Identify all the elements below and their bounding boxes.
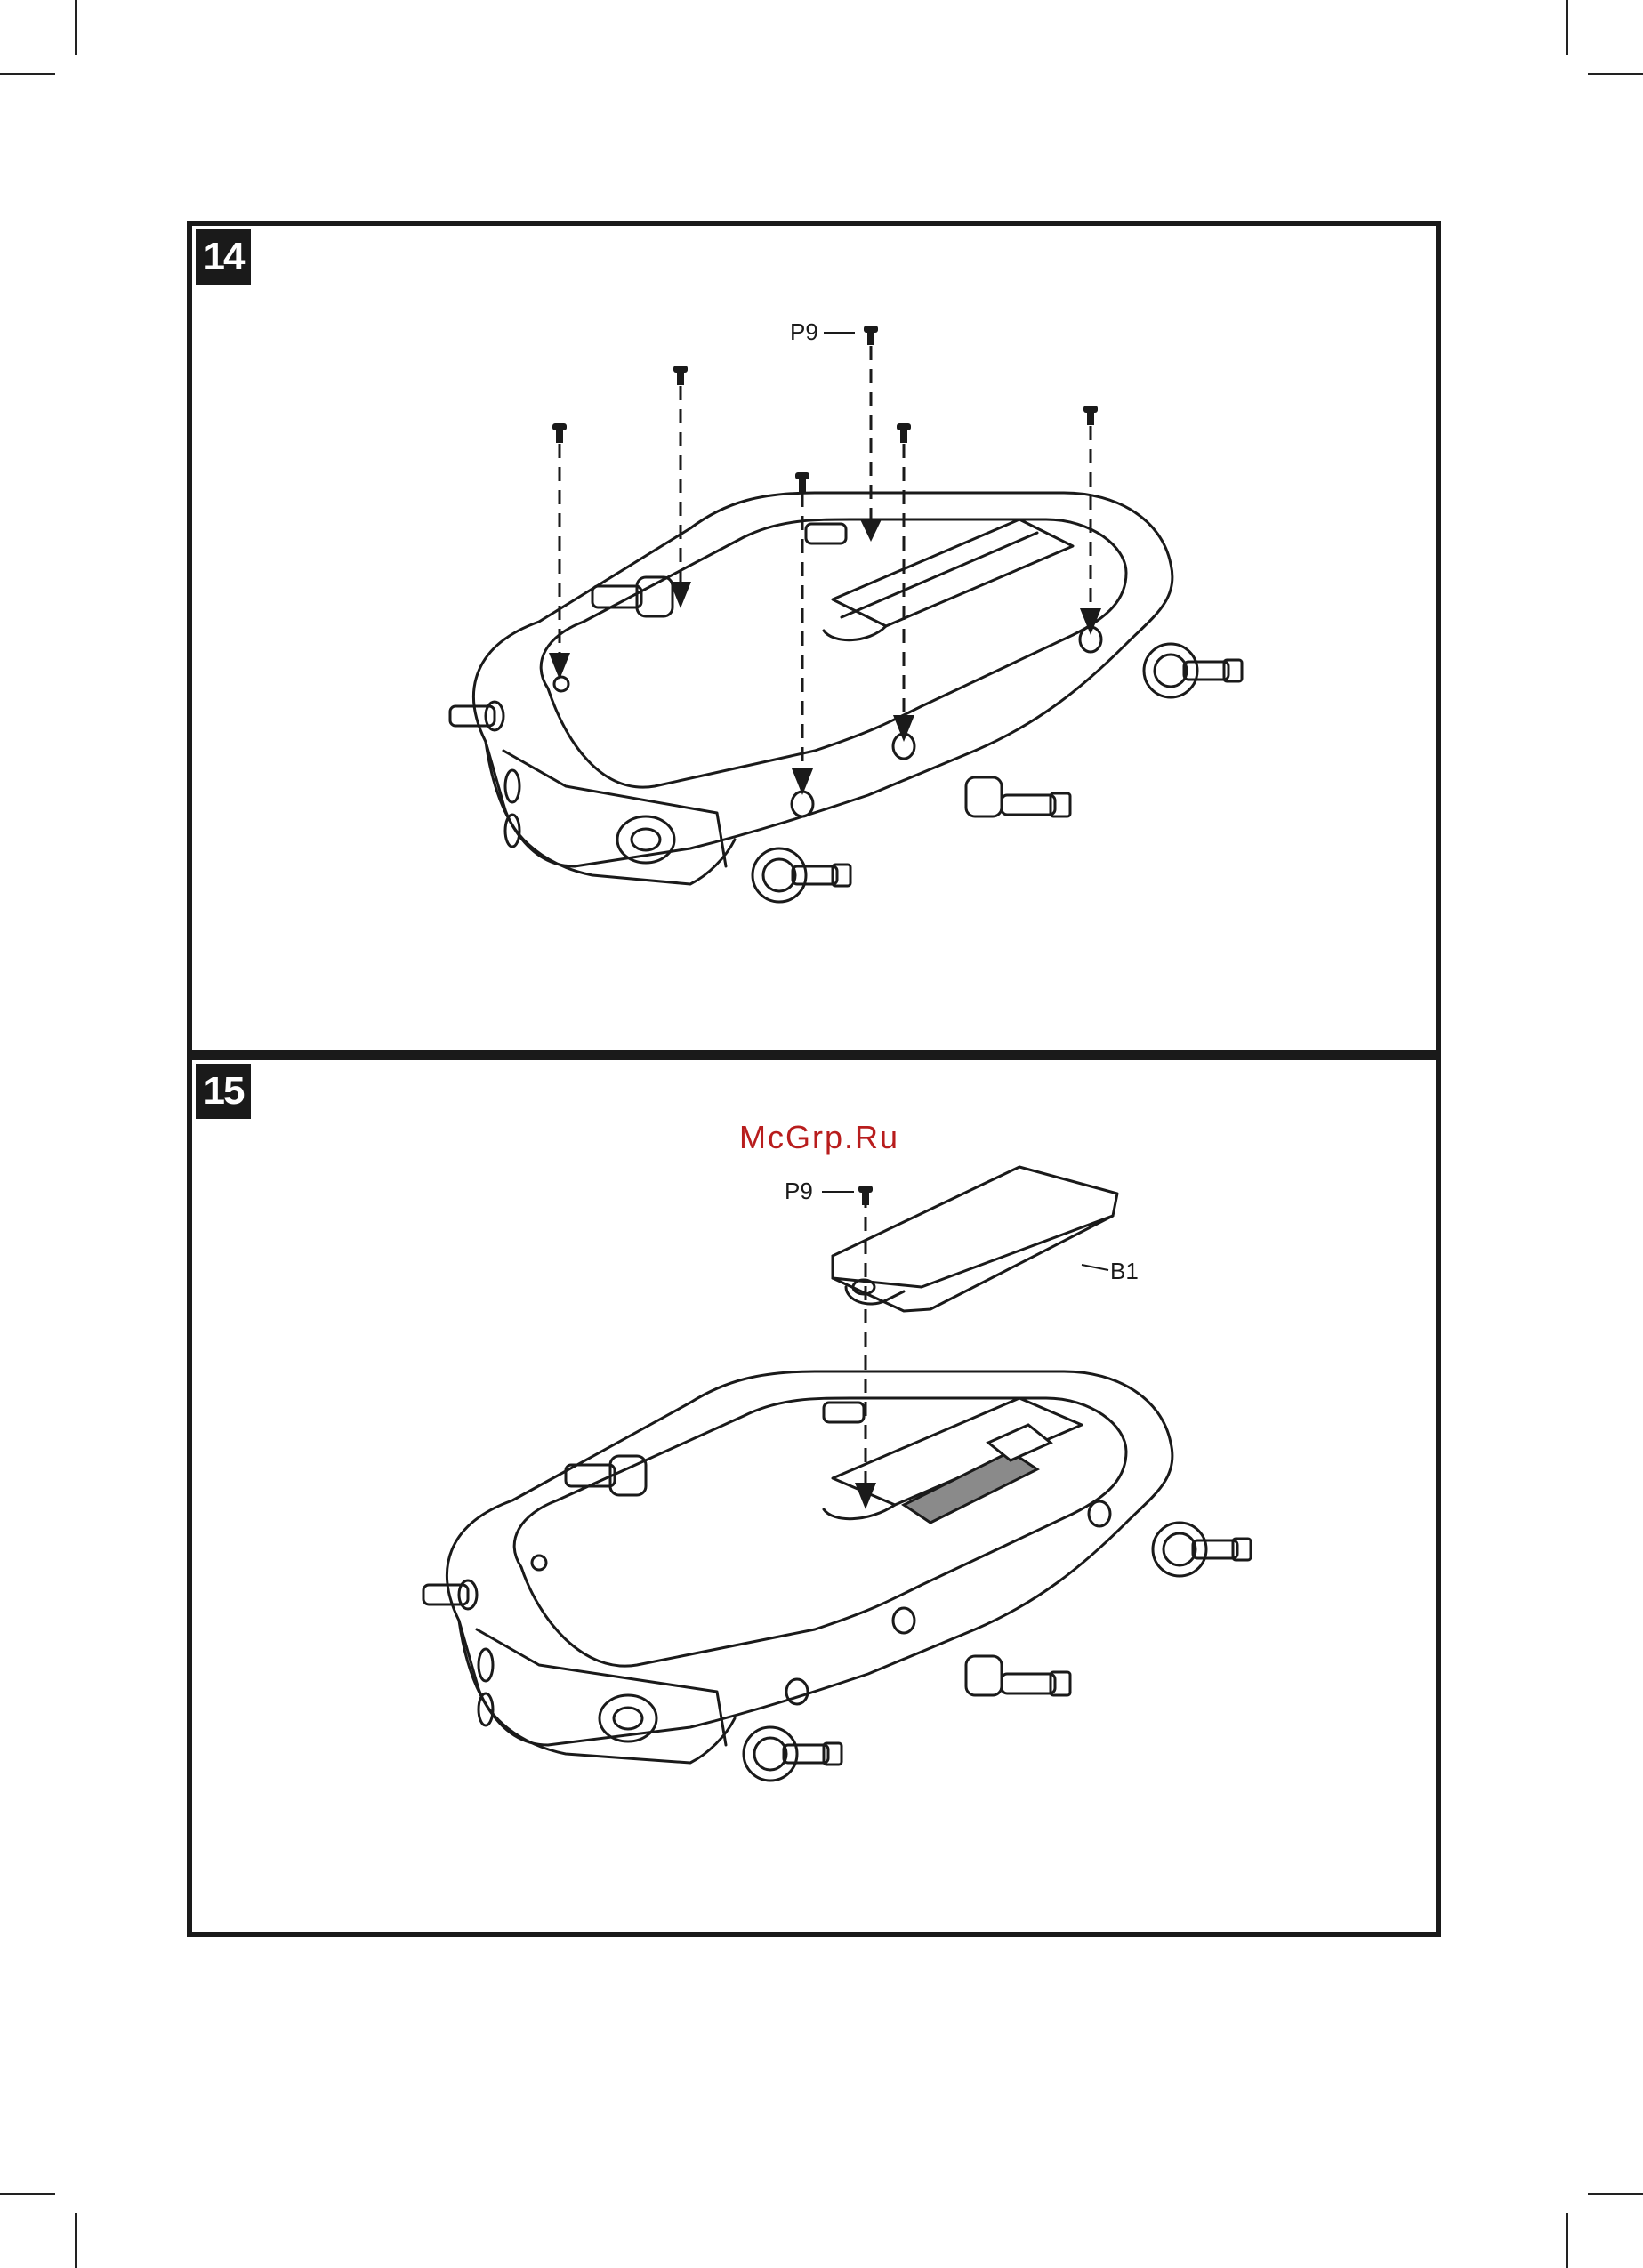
- screw-hole: [786, 1679, 808, 1704]
- axle: [824, 1403, 864, 1422]
- crop-mark: [75, 2213, 77, 2268]
- crop-mark: [1588, 2193, 1643, 2195]
- crop-mark: [0, 73, 55, 75]
- step-15-diagram: [192, 1060, 1436, 1932]
- battery-cover: [833, 1167, 1117, 1311]
- part-label-p9: P9: [785, 1178, 813, 1205]
- axle: [806, 524, 846, 543]
- axle: [1144, 644, 1242, 697]
- housing-outline: [447, 1371, 1172, 1745]
- screw-hole: [792, 792, 813, 816]
- axle: [753, 848, 850, 902]
- axle: [1153, 1523, 1251, 1576]
- crop-mark: [1566, 0, 1568, 55]
- screw-hole: [532, 1556, 546, 1570]
- step-15-panel: 15: [187, 1055, 1441, 1937]
- watermark: McGrp.Ru: [739, 1119, 899, 1156]
- crop-mark: [75, 0, 77, 55]
- crop-mark: [0, 2193, 55, 2195]
- axle: [744, 1727, 842, 1781]
- battery: [904, 1452, 1037, 1523]
- crop-mark: [1566, 2213, 1568, 2268]
- axle: [966, 777, 1070, 816]
- step-14-diagram: [192, 226, 1436, 1050]
- crop-mark: [1588, 73, 1643, 75]
- screw-hole: [1089, 1501, 1110, 1526]
- screw-hole: [893, 1608, 914, 1633]
- axle: [566, 1456, 646, 1495]
- step-14-panel: 14: [187, 221, 1441, 1055]
- part-label-p9: P9: [790, 318, 818, 346]
- part-label-b1: B1: [1110, 1258, 1139, 1285]
- axle: [966, 1656, 1070, 1695]
- screw-hole: [554, 677, 568, 691]
